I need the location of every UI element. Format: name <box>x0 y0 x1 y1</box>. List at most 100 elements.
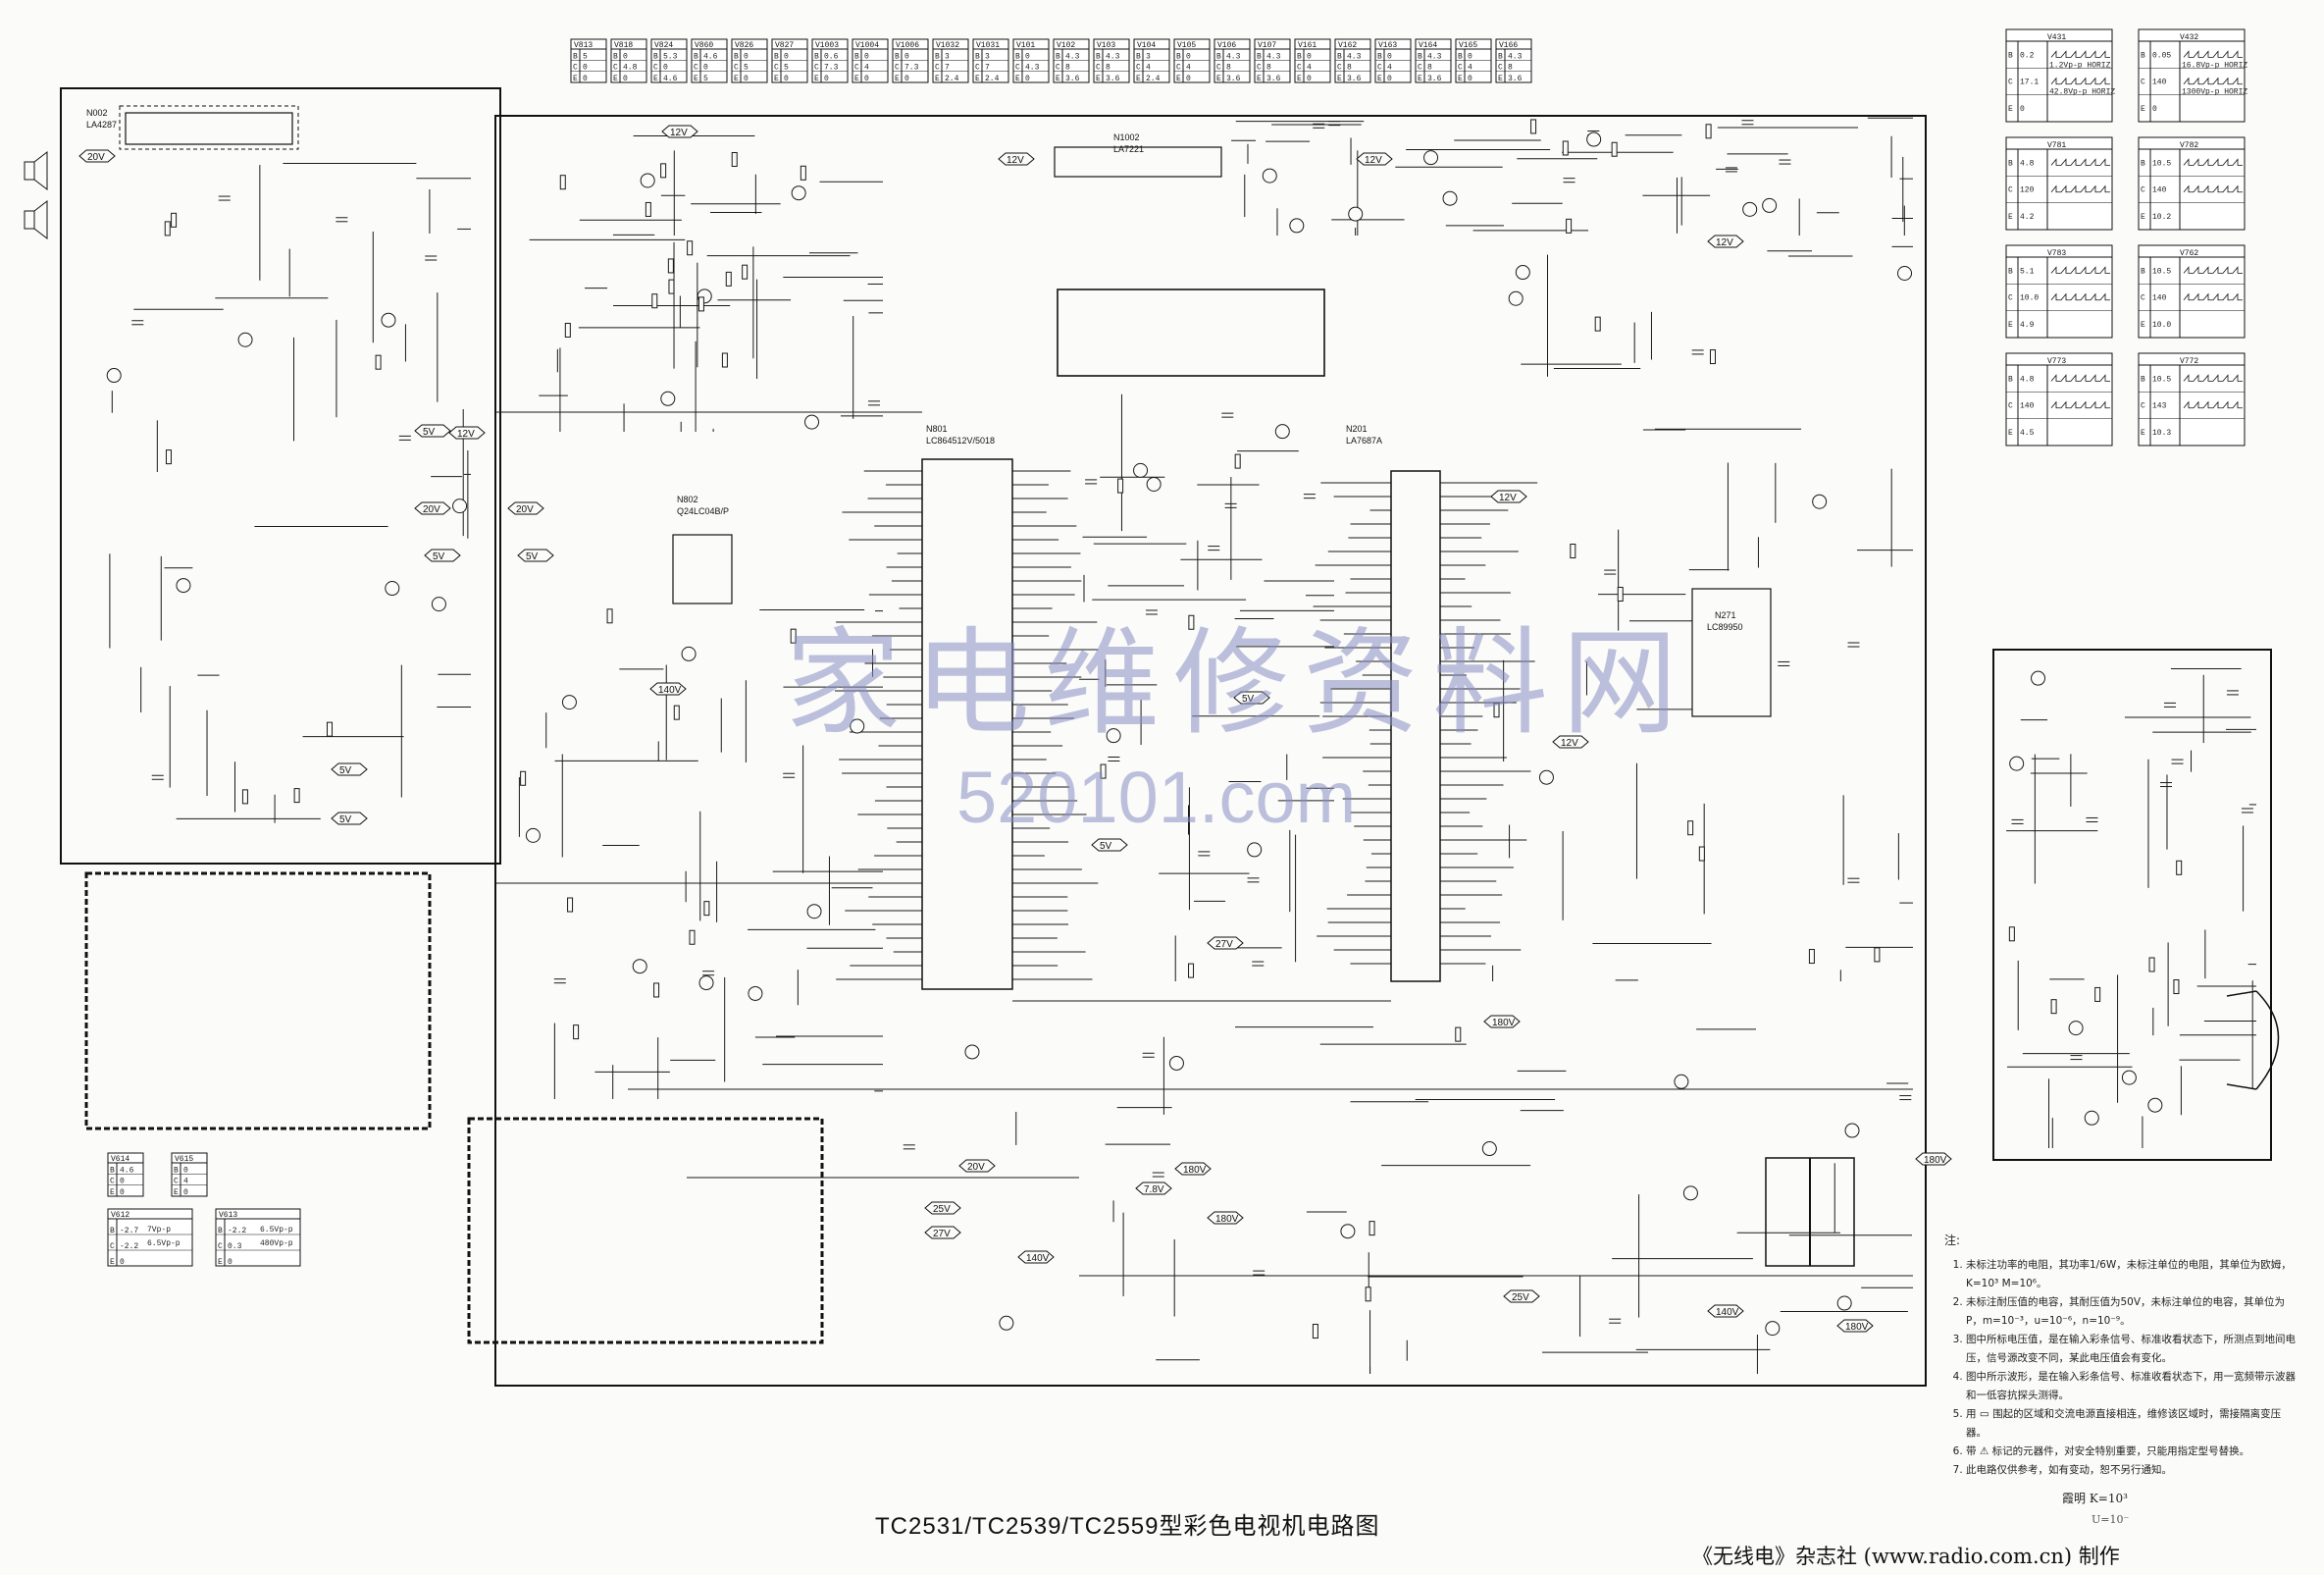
table-voltage: 0 <box>583 75 588 83</box>
voltage-table-ref: V102 <box>1057 41 1075 50</box>
transistor-symbol <box>381 312 396 328</box>
table-pin: C <box>573 64 578 73</box>
note-item: 图中所示波形，是在输入彩条信号、标准收看状态下，用一宽频带示波器和一低容抗探头测… <box>1966 1368 2298 1405</box>
rail-tag: 12V <box>661 125 698 138</box>
resistor-symbol <box>687 240 694 256</box>
table-voltage: 4.3 <box>1226 52 1241 61</box>
notes-list: 未标注功率的电阻，其功率1/6W，未标注单位的电阻，其单位为欧姆，K=10³ M… <box>1944 1256 2298 1480</box>
table-pin: E <box>110 1188 115 1197</box>
waveform-trace <box>2183 400 2243 409</box>
table-pin: E <box>814 75 819 83</box>
resistor-symbol <box>1188 614 1195 630</box>
rail-tag: 5V <box>1233 691 1270 705</box>
note-item: 带 ⚠ 标记的元器件，对安全特别重要，只能用指定型号替换。 <box>1966 1443 2298 1461</box>
waveform-trace <box>2183 374 2243 382</box>
chip-n002-id: N002 <box>86 108 108 118</box>
rail-voltage-label: 27V <box>933 1229 951 1239</box>
table-pin: C <box>1337 64 1342 73</box>
transistor-symbol <box>1274 424 1290 440</box>
table-voltage: 0.6 <box>824 52 839 61</box>
chip-n801-id: N801 <box>926 424 948 434</box>
table-wave-note: 16.8Vp-p HORIZ <box>2182 61 2247 70</box>
transistor-symbol <box>964 1044 980 1060</box>
table-pin: C <box>814 64 819 73</box>
resistor-symbol <box>1493 703 1500 718</box>
chip-n002: N002 LA4287 <box>86 105 299 150</box>
rail-tag: 12V <box>1356 152 1393 166</box>
transistor-symbol <box>698 975 714 991</box>
table-pin: C <box>694 64 698 73</box>
chip-n802-part: Q24LC04B/P <box>677 506 729 516</box>
waveform-trace <box>2183 266 2243 274</box>
table-pin: B <box>2141 159 2145 168</box>
table-voltage: 0 <box>120 1188 125 1197</box>
table-pin: E <box>1498 75 1503 83</box>
table-pin: B <box>2141 267 2145 276</box>
resistor-symbol <box>171 212 178 228</box>
rail-tag: 180V <box>1174 1162 1212 1176</box>
rail-tag: 5V <box>331 812 368 825</box>
rail-tag: 140V <box>1707 1304 1744 1318</box>
table-pin: C <box>895 64 900 73</box>
rail-tag: 180V <box>1207 1211 1244 1225</box>
transistor-symbol <box>1340 1224 1356 1239</box>
table-voltage: 8 <box>1508 64 1513 73</box>
voltage-table-ref: V165 <box>1459 41 1477 50</box>
transistor-symbol <box>525 827 541 843</box>
table-pin: B <box>774 52 779 61</box>
chip-n1002-id: N1002 <box>1113 132 1140 142</box>
table-voltage: 4.6 <box>703 52 718 61</box>
table-pin: B <box>1096 52 1101 61</box>
transistor-symbol <box>804 414 820 430</box>
voltage-table-ref: V166 <box>1499 41 1518 50</box>
chip-n1002: N1002 LA7221 <box>1054 132 1222 178</box>
voltage-table-ref: V827 <box>775 41 794 50</box>
table-pin: C <box>1458 64 1463 73</box>
table-voltage: 0 <box>228 1258 232 1267</box>
resistor-symbol <box>1234 453 1241 469</box>
table-pin: C <box>2141 294 2145 303</box>
table-voltage: -2.2 <box>120 1242 138 1251</box>
table-voltage: 3.6 <box>1508 75 1523 83</box>
rail-voltage-label: 140V <box>1716 1307 1739 1318</box>
table-voltage: 0 <box>623 75 628 83</box>
table-voltage: 10.5 <box>2152 159 2171 168</box>
rail-tag: 5V <box>1091 838 1128 852</box>
table-voltage: 3.6 <box>1106 75 1120 83</box>
table-pin: B <box>2141 375 2145 384</box>
rail-tag: 27V <box>924 1226 961 1239</box>
transistor-symbol <box>2121 1070 2137 1085</box>
transistor-symbol <box>1674 1074 1689 1089</box>
table-pin: C <box>854 64 859 73</box>
voltage-table-ref: V105 <box>1177 41 1196 50</box>
table-pin: B <box>1216 52 1221 61</box>
rail-tag: 5V <box>414 424 451 438</box>
main-board-frame <box>494 115 1927 1387</box>
waveform-trace <box>2050 400 2110 409</box>
transistor-symbol <box>791 185 806 201</box>
table-pin: E <box>1216 75 1221 83</box>
resistor-symbol <box>731 152 738 168</box>
table-voltage: 0 <box>1307 75 1312 83</box>
transistor-symbol <box>1133 462 1149 478</box>
notes-signature: 霞明 K=10³ <box>2062 1492 2128 1505</box>
rail-voltage-label: 5V <box>1100 841 1112 852</box>
transistor-symbol <box>2147 1097 2163 1113</box>
table-voltage: 3.6 <box>1347 75 1362 83</box>
rail-voltage-label: 25V <box>1512 1292 1529 1303</box>
resistor-symbol <box>1617 586 1624 602</box>
resistor-symbol <box>165 449 172 465</box>
table-voltage: 0.05 <box>2152 51 2171 60</box>
transistor-symbol <box>660 391 676 406</box>
table-pin: E <box>1056 75 1060 83</box>
resistor-symbol <box>742 264 749 280</box>
waveform-trace <box>2050 266 2110 274</box>
rail-voltage-label: 20V <box>516 504 534 515</box>
transistor-symbol <box>431 597 446 612</box>
rail-tag: 12V <box>998 152 1035 166</box>
table-voltage: 5 <box>703 75 708 83</box>
